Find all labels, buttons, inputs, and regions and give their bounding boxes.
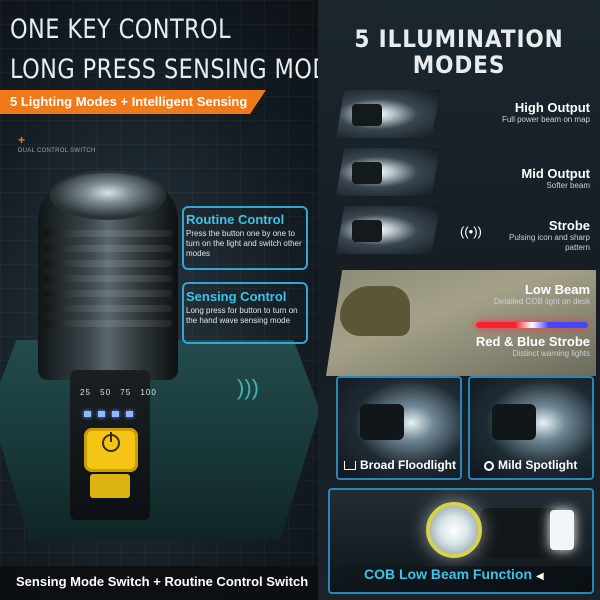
battery-percent-row: 25 50 75 100: [80, 388, 163, 397]
title-line-1: 5 ILLUMINATION: [354, 25, 564, 53]
power-icon: [102, 432, 120, 452]
lens-icon: [50, 170, 166, 220]
percent-75: 75: [120, 388, 132, 397]
illumination-modes-title: 5 ILLUMINATION MODES: [332, 26, 586, 78]
floodlight-icon: [344, 461, 356, 471]
power-button[interactable]: [84, 428, 138, 472]
sensing-control-title: Sensing Control: [186, 289, 287, 304]
floodlight-text: Broad Floodlight: [360, 458, 456, 472]
percent-25: 25: [80, 388, 91, 397]
cob-label-text: COB Low Beam Function: [364, 566, 532, 582]
routine-control-title: Routine Control: [186, 212, 285, 227]
strobe-pulse-icon: ((•)): [460, 224, 482, 239]
mode-strobe: Strobe Pulsing icon and sharp pattern: [500, 218, 590, 253]
mode-desc: Distinct warning lights: [512, 349, 590, 358]
mode-name: Strobe: [548, 218, 590, 233]
broad-floodlight-label: Broad Floodlight: [344, 458, 456, 472]
cob-side-light: [550, 510, 574, 550]
sensing-control-desc: Long press for button to turn on the han…: [186, 306, 298, 325]
mode-desc: Pulsing icon and sharp pattern: [509, 233, 590, 252]
dual-control-label: DUAL CONTROL SWITCH: [18, 148, 96, 154]
sensing-callout-box: [182, 282, 308, 344]
title-line-2: MODES: [412, 51, 506, 79]
high-output-thumb: [336, 90, 440, 138]
routine-callout-box: [182, 206, 308, 270]
red-blue-strobe-bar: [476, 322, 588, 328]
mode-name: Mid Output: [521, 166, 590, 181]
battery-indicator-leds: [84, 404, 140, 422]
mode-desc: Full power beam on map: [501, 115, 590, 124]
percent-100: 100: [140, 388, 157, 397]
mode-name: Low Beam: [524, 282, 590, 297]
right-panel: 5 ILLUMINATION MODES High Output Full po…: [318, 0, 600, 600]
left-panel: ONE KEY CONTROL LONG PRESS SENSING MODE …: [0, 0, 330, 600]
mode-desc: Detailed COB light on desk: [493, 297, 590, 306]
mode-high-output: High Output Full power beam on map: [494, 100, 590, 125]
cooling-fins: [44, 230, 172, 340]
arrow-left-icon: ◀: [536, 571, 544, 582]
charging-port-cover: [90, 474, 130, 498]
mode-low-beam: Low Beam Detailed COB light on desk: [494, 282, 590, 307]
spotlight-icon: [484, 460, 494, 471]
spotlight-text: Mild Spotlight: [498, 458, 578, 472]
cob-low-beam-card: [328, 488, 594, 594]
mid-output-thumb: [336, 148, 440, 196]
strobe-thumb: [336, 206, 440, 254]
routine-control-desc: Press the button one by one to turn on t…: [186, 229, 302, 258]
mild-spotlight-label: Mild Spotlight: [484, 458, 577, 472]
cob-label-bar: [330, 566, 592, 592]
switch-caption: Sensing Mode Switch + Routine Control Sw…: [16, 574, 309, 589]
mode-name: High Output: [514, 100, 590, 115]
headline: ONE KEY CONTROL LONG PRESS SENSING MODE: [10, 10, 330, 90]
mode-mid-output: Mid Output Softer beam: [521, 166, 590, 191]
bottom-bar: [0, 566, 330, 600]
cob-lens-icon: [426, 502, 482, 558]
cob-low-beam-label: COB Low Beam Function ◀: [364, 566, 544, 582]
routine-control-callout: Routine Control Press the button one by …: [186, 212, 306, 259]
mode-name: Red & Blue Strobe: [475, 334, 590, 349]
sensing-control-callout: Sensing Control Long press for button to…: [186, 289, 306, 326]
mode-red-blue-strobe: Red & Blue Strobe Distinct warning light…: [476, 334, 590, 359]
hand-wave-sensor-icon: ))): [237, 375, 259, 400]
headline-line-1: ONE KEY CONTROL: [10, 14, 232, 45]
plus-icon: +: [18, 133, 26, 147]
glove-image: [340, 286, 410, 336]
mode-desc: Softer beam: [546, 181, 590, 190]
headline-line-2: LONG PRESS SENSING MODE: [10, 54, 330, 85]
percent-50: 50: [100, 388, 112, 397]
lighting-modes-banner: 5 Lighting Modes + Intelligent Sensing: [0, 90, 266, 114]
broad-floodlight-card: [336, 376, 462, 480]
cob-body: [480, 508, 560, 558]
